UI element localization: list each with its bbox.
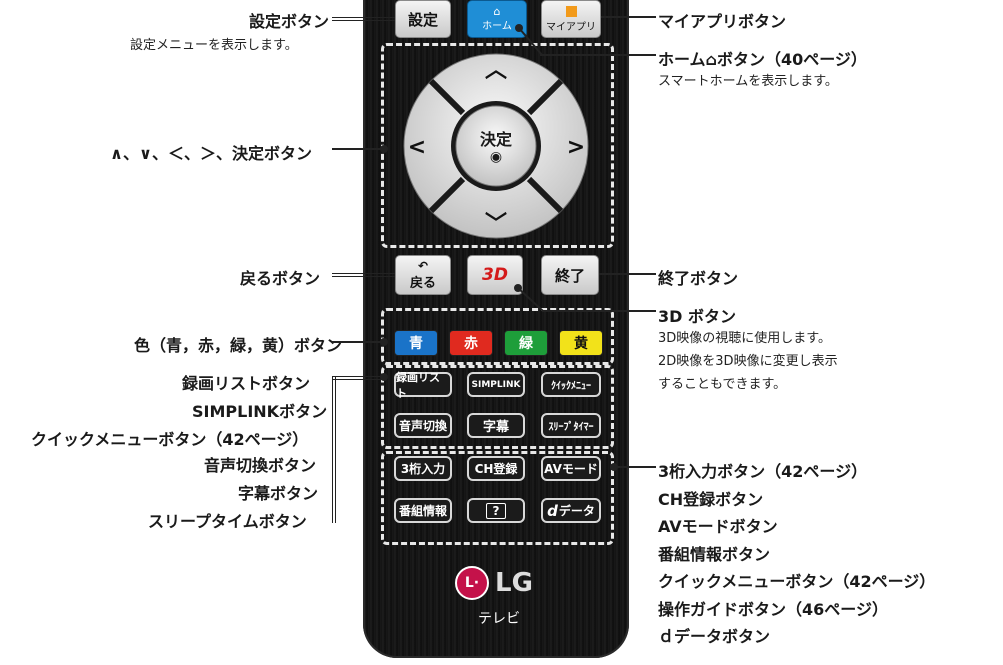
right-arrow-button[interactable]: > (564, 132, 588, 162)
three-digit-button[interactable]: 3桁入力 (394, 456, 452, 481)
label-home: ホーム⌂ボタン（40ページ） (658, 46, 867, 70)
3d-button[interactable]: 3D (467, 255, 523, 295)
label-home-text: ホーム (658, 50, 706, 69)
label-colors: 色（青，赤，緑，黄）ボタン (134, 336, 343, 355)
green-button[interactable]: 緑 (504, 330, 548, 356)
exit-button[interactable]: 終了 (541, 255, 599, 295)
leader-settings (332, 17, 395, 21)
lg-logo: L· LG (455, 566, 533, 600)
blue-button[interactable]: 青 (394, 330, 438, 356)
guide-button[interactable]: ? (467, 498, 525, 523)
leader-3d-diag (517, 287, 544, 312)
leader-function-bracket (332, 377, 336, 523)
leader-colors-dot (380, 338, 388, 346)
ok-button-label: 決定 (479, 130, 512, 149)
leader-exit (599, 273, 656, 275)
brand-subtitle: テレビ (478, 611, 520, 627)
program-info-button[interactable]: 番組情報 (394, 498, 452, 523)
label-three-digit: 3桁入力ボタン（42ページ） (658, 462, 868, 481)
yellow-button[interactable]: 黄 (559, 330, 603, 356)
function-area-outline-2 (381, 451, 614, 545)
quick-menu-button[interactable]: ｸｲｯｸﾒﾆｭｰ (541, 372, 601, 397)
home-icon: ⌂ (705, 50, 717, 69)
leader-function-dot (380, 373, 388, 381)
label-home-suffix: ボタン（40ページ） (716, 50, 867, 69)
label-av-mode: AVモードボタン (658, 517, 778, 536)
label-rec-list: 録画リストボタン (182, 374, 311, 393)
chevron-left-icon: < (407, 134, 427, 160)
d-data-button[interactable]: d データ (541, 498, 601, 523)
rec-list-button[interactable]: 録画リスト (394, 371, 452, 400)
label-sleep: スリープタイムボタン (148, 512, 307, 531)
chevron-right-icon: > (566, 134, 586, 160)
leader-3d-h (542, 310, 656, 312)
label-ch-register: CH登録ボタン (658, 490, 764, 509)
label-subtitle: 字幕ボタン (238, 484, 319, 503)
label-home-desc: スマートホームを表示します。 (658, 74, 838, 89)
chevron-up-icon: ︿ (484, 58, 507, 83)
d-data-label: データ (558, 504, 595, 518)
label-exit: 終了ボタン (658, 269, 739, 288)
leader-home-diag (518, 27, 543, 56)
leader-arrows (332, 148, 382, 150)
home-icon: ⌂ (493, 5, 501, 18)
down-arrow-button[interactable]: ﹀ (476, 210, 516, 237)
brand-text: LG (495, 568, 533, 598)
simplink-button[interactable]: SIMPLINK (467, 372, 525, 397)
leader-arrows-dot (380, 145, 388, 153)
return-arrow-icon: ↶ (417, 258, 429, 273)
ok-dot-icon: ◉ (489, 149, 503, 165)
subtitle-button[interactable]: 字幕 (467, 413, 525, 438)
leader-back (332, 273, 395, 277)
color-area-outline (381, 308, 614, 365)
label-back: 戻るボタン (240, 269, 321, 288)
audio-button[interactable]: 音声切換 (394, 413, 452, 438)
myapps-button[interactable]: マイアプリ (541, 0, 601, 38)
label-quick-menu: クイックメニューボタン（42ページ） (31, 430, 309, 449)
dpad (403, 53, 589, 239)
leader-myapps (601, 16, 656, 18)
leader-colors (332, 341, 382, 343)
label-settings-desc: 設定メニューを表示します。 (130, 38, 298, 53)
chevron-down-icon: ﹀ (484, 212, 507, 237)
d-letter: d (547, 501, 558, 520)
left-arrow-button[interactable]: < (405, 132, 429, 162)
label-settings: 設定ボタン (248, 12, 329, 31)
lg-face-icon: L· (455, 566, 489, 600)
label-guide: 操作ガイドボタン（46ページ） (658, 600, 888, 619)
myapps-button-label: マイアプリ (546, 21, 596, 33)
av-mode-button[interactable]: AVモード (541, 456, 601, 481)
function-area-outline-1 (381, 365, 614, 449)
sleep-button[interactable]: ｽﾘｰﾌﾟﾀｲﾏｰ (541, 413, 601, 438)
leader-home-h (540, 54, 656, 56)
home-button-label: ホーム (482, 21, 512, 32)
label-audio: 音声切換ボタン (204, 456, 317, 475)
ok-button[interactable]: 決定 ◉ (458, 115, 534, 175)
label-d-data: ｄデータボタン (658, 627, 771, 646)
label-program-info: 番組情報ボタン (658, 545, 771, 564)
leader-function-top (332, 376, 382, 380)
back-button-label: 戻る (409, 275, 436, 291)
label-simplink: SIMPLINKボタン (192, 402, 328, 421)
settings-button[interactable]: 設定 (395, 0, 451, 38)
label-myapps: マイアプリボタン (658, 12, 787, 31)
apps-grid-icon (565, 5, 577, 17)
3d-button-label: 3D (482, 265, 508, 285)
up-arrow-button[interactable]: ︿ (476, 56, 516, 83)
back-button[interactable]: ↶ 戻る (395, 255, 451, 295)
book-question-icon: ? (485, 502, 507, 519)
label-3d-desc-1: 3D映像の視聴に使用します。 (658, 331, 831, 346)
label-3d-desc-3: することもできます。 (658, 377, 787, 392)
ch-register-button[interactable]: CH登録 (467, 456, 525, 481)
label-quick-menu-right: クイックメニューボタン（42ページ） (658, 572, 936, 591)
leader-function2 (614, 466, 656, 468)
label-3d: 3D ボタン (658, 307, 736, 326)
label-3d-desc-2: 2D映像を3D映像に変更し表示 (658, 354, 838, 369)
red-button[interactable]: 赤 (449, 330, 493, 356)
label-arrows: ∧、∨、＜、＞、決定ボタン (110, 144, 312, 163)
